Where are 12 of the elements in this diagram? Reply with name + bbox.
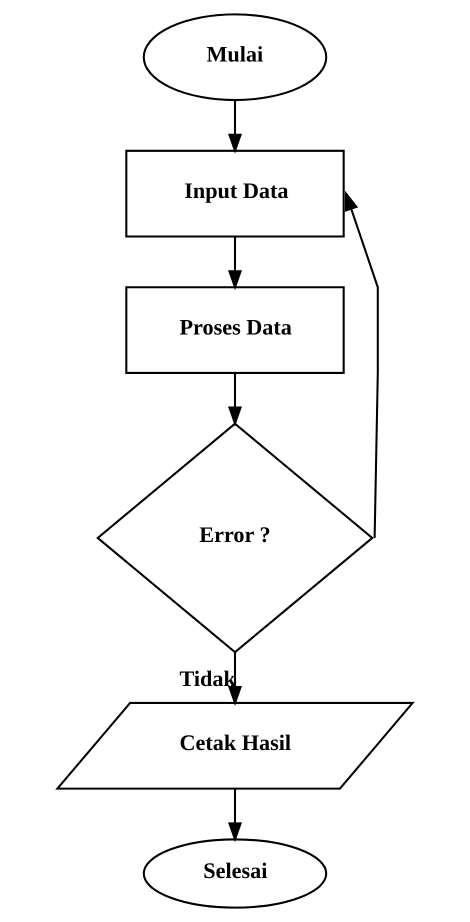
arrow xyxy=(228,788,242,842)
arrow xyxy=(228,652,242,706)
node-box: Input Data xyxy=(125,150,345,238)
node-ellipse: Selesai xyxy=(142,838,328,909)
node-box: Proses Data xyxy=(125,286,345,374)
node-ellipse: Mulai xyxy=(142,13,328,102)
arrow xyxy=(228,100,242,154)
edge-label: Tidak xyxy=(179,666,236,691)
arrow xyxy=(228,373,242,427)
arrow xyxy=(344,190,379,538)
arrow xyxy=(228,236,242,290)
node-diamond: Error ? xyxy=(96,422,374,654)
